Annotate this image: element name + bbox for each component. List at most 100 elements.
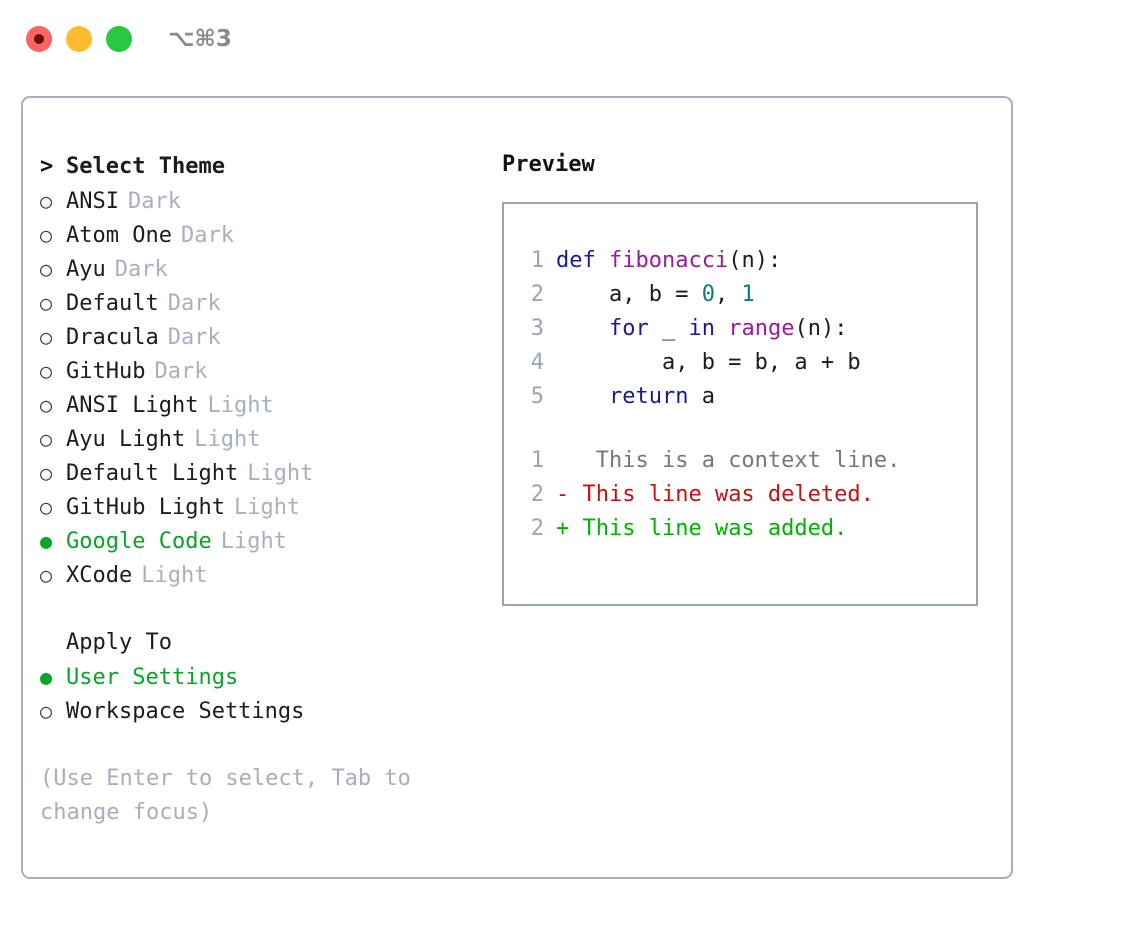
minimize-window-button[interactable] bbox=[66, 26, 92, 52]
apply-to-heading: Apply To bbox=[66, 630, 172, 655]
code-line: 4 a, b = b, a + b bbox=[522, 346, 970, 380]
code-token: fibonacci bbox=[608, 248, 729, 273]
radio-selected-icon[interactable]: ● bbox=[40, 529, 53, 553]
line-number: 3 bbox=[530, 316, 544, 341]
theme-list-item[interactable]: ○ Ayu Dark bbox=[40, 252, 470, 286]
zoom-window-button[interactable] bbox=[106, 26, 132, 52]
keyboard-hint-text: (Use Enter to select, Tab to change focu… bbox=[40, 766, 411, 825]
theme-variant-badge: Light bbox=[247, 461, 314, 486]
theme-name: Google Code bbox=[66, 529, 212, 554]
theme-name: Default Light bbox=[66, 461, 239, 486]
radio-unselected-icon[interactable]: ○ bbox=[40, 427, 53, 451]
theme-name: Ayu bbox=[66, 257, 106, 282]
diff-line: 2- This line was deleted. bbox=[522, 478, 970, 512]
code-token: a, b = bbox=[556, 282, 702, 307]
theme-name: GitHub Light bbox=[66, 495, 225, 520]
radio-unselected-icon[interactable]: ○ bbox=[40, 189, 53, 213]
diff-sign: + bbox=[556, 516, 570, 541]
code-token: _ bbox=[648, 316, 689, 341]
radio-unselected-icon[interactable]: ○ bbox=[40, 699, 53, 723]
theme-name: ANSI bbox=[66, 189, 119, 214]
radio-unselected-icon[interactable]: ○ bbox=[40, 325, 53, 349]
diff-line: 2+ This line was added. bbox=[522, 512, 970, 546]
radio-unselected-icon[interactable]: ○ bbox=[40, 359, 53, 383]
radio-unselected-icon[interactable]: ○ bbox=[40, 291, 53, 315]
radio-selected-icon[interactable]: ● bbox=[40, 665, 53, 689]
code-line: 5 return a bbox=[522, 380, 970, 414]
theme-name: Ayu Light bbox=[66, 427, 186, 452]
apply-to-option-label: Workspace Settings bbox=[66, 699, 305, 724]
radio-unselected-icon[interactable]: ○ bbox=[40, 563, 53, 587]
line-number: 2 bbox=[530, 482, 544, 507]
theme-variant-badge: Dark bbox=[167, 291, 221, 316]
line-number: 5 bbox=[530, 384, 544, 409]
apply-to-option-label: User Settings bbox=[66, 665, 239, 690]
theme-name: XCode bbox=[66, 563, 133, 588]
code-token: a, b = b, a + b bbox=[556, 350, 861, 375]
theme-list-item[interactable]: ○ Default Dark bbox=[40, 286, 470, 320]
theme-list-item[interactable]: ○ Dracula Dark bbox=[40, 320, 470, 354]
code-token: return bbox=[608, 384, 689, 409]
diff-sign bbox=[556, 448, 569, 473]
preview-title: Preview bbox=[502, 152, 595, 177]
theme-variant-badge: Light bbox=[233, 495, 301, 520]
theme-name: Dracula bbox=[66, 325, 159, 350]
select-theme-label: Select Theme bbox=[66, 154, 225, 179]
preview-spacer bbox=[522, 414, 970, 444]
theme-variant-badge: Dark bbox=[167, 325, 221, 350]
theme-variant-badge: Dark bbox=[154, 359, 208, 384]
radio-unselected-icon[interactable]: ○ bbox=[40, 393, 53, 417]
radio-unselected-icon[interactable]: ○ bbox=[40, 223, 53, 247]
title-bar: ⌥⌘3 bbox=[0, 0, 1140, 78]
theme-variant-badge: Light bbox=[207, 393, 274, 418]
code-token: , bbox=[714, 282, 742, 307]
code-line: 3 for _ in range(n): bbox=[522, 312, 970, 346]
diff-line: 1 This is a context line. bbox=[522, 444, 970, 478]
code-line: 2 a, b = 0, 1 bbox=[522, 278, 970, 312]
apply-to-option[interactable]: ○ Workspace Settings bbox=[40, 694, 470, 728]
radio-unselected-icon[interactable]: ○ bbox=[40, 495, 53, 519]
theme-variant-badge: Dark bbox=[114, 257, 168, 282]
radio-unselected-icon[interactable]: ○ bbox=[40, 461, 53, 485]
diff-text: This is a context line. bbox=[569, 448, 901, 473]
diff-sign: - bbox=[556, 482, 570, 507]
code-token bbox=[556, 384, 609, 409]
select-theme-header: > Select Theme bbox=[40, 150, 470, 184]
theme-name: Default bbox=[66, 291, 159, 316]
apply-to-option[interactable]: ● User Settings bbox=[40, 660, 470, 694]
line-number: 4 bbox=[530, 350, 544, 375]
code-token: def bbox=[556, 248, 609, 273]
close-window-button[interactable] bbox=[26, 26, 52, 52]
line-number: 1 bbox=[530, 248, 544, 273]
theme-name: Atom One bbox=[66, 223, 172, 248]
code-token: 0 bbox=[701, 282, 715, 307]
theme-list-item[interactable]: ○ ANSI Light Light bbox=[40, 388, 470, 422]
keyboard-shortcut-label: ⌥⌘3 bbox=[168, 26, 232, 52]
theme-name: ANSI Light bbox=[66, 393, 199, 418]
code-token: (n): bbox=[794, 316, 848, 341]
prompt-caret-icon: > bbox=[40, 154, 54, 179]
code-token: 1 bbox=[741, 282, 755, 307]
diff-text: This line was added. bbox=[569, 516, 848, 541]
theme-list-item[interactable]: ○ GitHub Light Light bbox=[40, 490, 470, 524]
theme-list-item[interactable]: ○ Default Light Light bbox=[40, 456, 470, 490]
code-token: for bbox=[608, 316, 649, 341]
diff-text: This line was deleted. bbox=[569, 482, 874, 507]
radio-unselected-icon[interactable]: ○ bbox=[40, 257, 53, 281]
code-token: a bbox=[688, 384, 715, 409]
line-number: 2 bbox=[530, 282, 544, 307]
code-token: range bbox=[728, 316, 795, 341]
